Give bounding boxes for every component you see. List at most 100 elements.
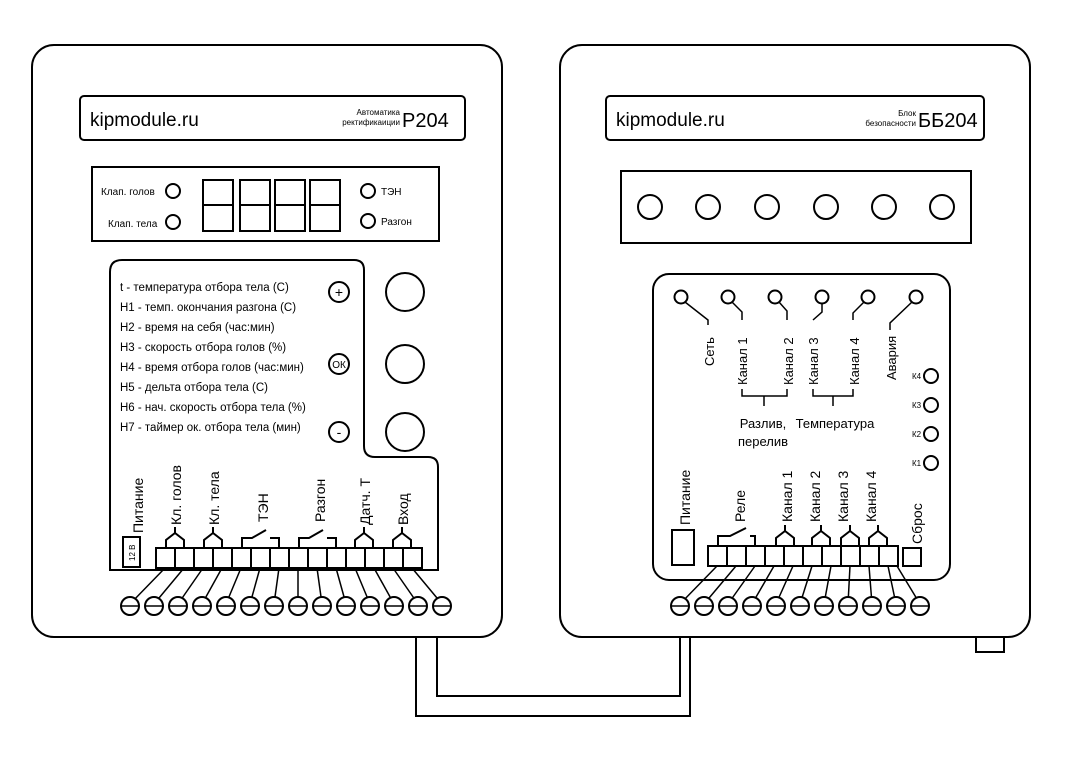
k2-jack — [923, 426, 939, 442]
param-h3: Н3 - скорость отбора голов (%) — [120, 342, 286, 354]
left-subtitle-line1: Автоматика — [357, 108, 401, 117]
param-h7: Н7 - таймер ок. отбора тела (мин) — [120, 422, 301, 434]
label-datch-t: Датч. Т — [357, 478, 373, 525]
right-header-label — [605, 95, 985, 141]
datch-t-symbol — [354, 527, 374, 548]
label-kanal2: Канал 2 — [807, 470, 823, 522]
kanal1-led — [720, 289, 736, 305]
set-led — [673, 289, 689, 305]
plus-label: + — [335, 284, 343, 300]
label-kl-tela: Кл. тела — [206, 471, 222, 525]
label-kanal1: Канал 1 — [779, 470, 795, 522]
klap-tela-label: Клап. тела — [108, 219, 158, 230]
ten-label: ТЭН — [381, 187, 402, 198]
sensor-connectors — [637, 194, 955, 220]
right-terminal-labels: Реле Канал 1 Канал 2 Канал 3 Канал 4 — [732, 470, 879, 522]
param-h5: Н5 - дельта отбора тела (С) — [120, 382, 268, 394]
kl-golov-symbol — [165, 527, 185, 548]
sensor-connector-panel — [620, 170, 972, 244]
k4-jack — [923, 368, 939, 384]
left-terminal-labels: Питание Кл. голов Кл. тела ТЭН Разгон Да… — [130, 465, 411, 533]
seven-segment-display — [202, 179, 341, 232]
param-t: t - температура отбора тела (С) — [120, 282, 289, 294]
right-bottom-tab — [975, 636, 1005, 653]
temperatura-bracket — [812, 389, 854, 406]
kanal2-symbol — [811, 525, 831, 546]
kanal1-symbol — [775, 525, 795, 546]
ok-label: ОК — [332, 360, 346, 371]
cable-outer — [415, 637, 691, 717]
k3-jack — [923, 397, 939, 413]
right-terminal-strip — [707, 545, 899, 567]
left-subtitle-line2: ректификаиции — [342, 118, 400, 127]
param-h6: Н6 - нач. скорость отбора тела (%) — [120, 402, 306, 414]
connector-4 — [813, 194, 839, 220]
led-leaders — [684, 301, 913, 330]
right-brand: kipmodule.ru — [616, 110, 725, 131]
label-k4: К4 — [912, 372, 922, 381]
left-screw-terminals — [120, 596, 452, 616]
left-inner-panel — [109, 259, 439, 571]
klap-tela-led — [165, 214, 181, 230]
connector-1 — [637, 194, 663, 220]
left-header-label — [79, 95, 466, 141]
label-k3: К3 — [912, 401, 922, 410]
minus-button[interactable] — [385, 412, 425, 452]
razgon-relay-symbol — [298, 529, 337, 548]
razliv-bracket — [741, 389, 788, 406]
ten-led — [360, 183, 376, 199]
left-unit-body — [31, 44, 503, 638]
sbros-button[interactable] — [902, 547, 922, 567]
plus-button[interactable] — [385, 272, 425, 312]
label-kanal3-led: Канал 3 — [806, 337, 821, 385]
sensor-jacks: К4 К3 К2 К1 — [912, 368, 939, 471]
label-rele: Реле — [732, 490, 748, 522]
cable-inner — [436, 637, 681, 697]
klap-golov-label: Клап. голов — [101, 187, 155, 198]
status-leds — [673, 289, 924, 305]
connector-5 — [871, 194, 897, 220]
ok-button[interactable] — [385, 344, 425, 384]
kanal3-symbol — [840, 525, 860, 546]
minus-label-circle — [328, 421, 350, 443]
kanal2-led — [767, 289, 783, 305]
label-k1: К1 — [912, 459, 922, 468]
connector-6 — [929, 194, 955, 220]
razliv-label-line2: перелив — [738, 434, 788, 449]
kanal3-led — [814, 289, 830, 305]
label-pitanie-left: Питание — [130, 478, 146, 533]
right-model: ББ204 — [918, 110, 978, 132]
right-inner-panel — [652, 273, 951, 581]
param-h1: Н1 - темп. окончания разгона (С) — [120, 302, 296, 314]
right-subtitle-line1: Блок — [898, 109, 916, 118]
power-voltage-block — [122, 536, 141, 568]
label-kanal3: Канал 3 — [835, 470, 851, 522]
left-terminal-strip — [155, 547, 423, 569]
label-pitanie-right: Питание — [677, 470, 693, 525]
right-unit-body — [559, 44, 1031, 638]
rele-symbol — [717, 527, 756, 546]
k1-jack — [923, 455, 939, 471]
minus-label: - — [337, 424, 342, 440]
kl-tela-symbol — [203, 527, 223, 548]
label-set: Сеть — [702, 337, 717, 366]
left-model: Р204 — [402, 110, 449, 132]
right-subtitle-line2: безопасности — [865, 119, 916, 128]
avaria-led — [908, 289, 924, 305]
label-k2: К2 — [912, 430, 922, 439]
vhod-symbol — [392, 527, 412, 548]
left-brand: kipmodule.ru — [90, 110, 199, 131]
label-razgon: Разгон — [312, 479, 328, 522]
connector-2 — [695, 194, 721, 220]
right-screw-terminals — [670, 596, 930, 616]
kanal4-symbol — [868, 525, 888, 546]
razgon-led — [360, 213, 376, 229]
connector-3 — [754, 194, 780, 220]
label-kanal4: Канал 4 — [863, 470, 879, 522]
klap-golov-led — [165, 183, 181, 199]
ok-label-circle — [328, 353, 350, 375]
label-kl-golov: Кл. голов — [168, 465, 184, 525]
razgon-label: Разгон — [381, 217, 412, 228]
power-voltage: 12 В — [128, 545, 137, 561]
